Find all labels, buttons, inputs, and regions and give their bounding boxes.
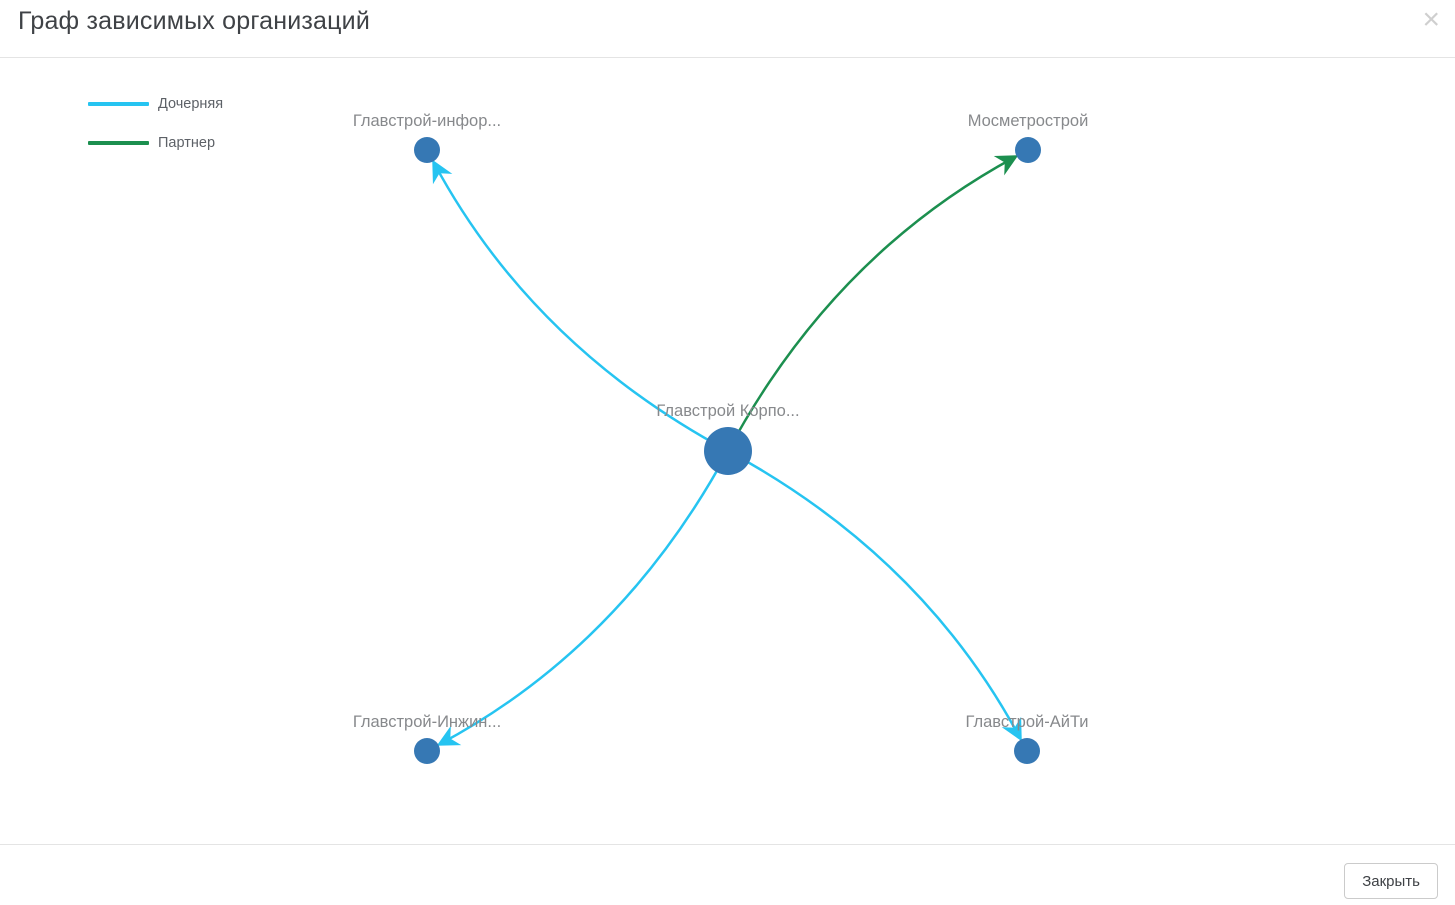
close-button[interactable]: Закрыть	[1344, 863, 1438, 899]
graph-edge-Дочерняя	[727, 449, 1022, 742]
node-label-glavstroy-ayti: Главстрой-АйТи	[965, 713, 1088, 731]
graph-node-glavstroy-inzhin[interactable]	[414, 738, 440, 764]
modal-footer: Закрыть	[0, 844, 1455, 905]
graph-node-glavstroy-ayti[interactable]	[1014, 738, 1040, 764]
partner-line-swatch	[88, 140, 149, 145]
legend-label-partner: Партнер	[158, 134, 216, 151]
graph-node-mosmetrostroy[interactable]	[1015, 137, 1041, 163]
node-label-glavstroy-inzhin: Главстрой-Инжин...	[353, 713, 501, 731]
legend-item-partner: Партнер	[88, 133, 223, 152]
graph-node-glavstroy-infor[interactable]	[414, 137, 440, 163]
close-icon[interactable]: ×	[1422, 3, 1440, 36]
node-label-center: Главстрой Корпо...	[656, 402, 799, 420]
node-label-mosmetrostroy: Мосметрострой	[968, 112, 1089, 130]
node-label-glavstroy-infor: Главстрой-инфор...	[353, 112, 501, 130]
graph-legend: Дочерняя Партнер	[88, 94, 223, 172]
legend-item-subsidiary: Дочерняя	[88, 94, 223, 113]
subsidiary-line-swatch	[88, 101, 149, 106]
graph-edge-Дочерняя	[436, 450, 730, 746]
legend-label-subsidiary: Дочерняя	[158, 95, 224, 112]
graph-edge-Партнер	[726, 155, 1019, 452]
graph-edge-Дочерняя	[432, 159, 729, 453]
modal-title: Граф зависимых организаций	[18, 7, 371, 35]
graph-node-center[interactable]	[704, 427, 752, 475]
modal-header: Граф зависимых организаций ×	[0, 0, 1455, 58]
